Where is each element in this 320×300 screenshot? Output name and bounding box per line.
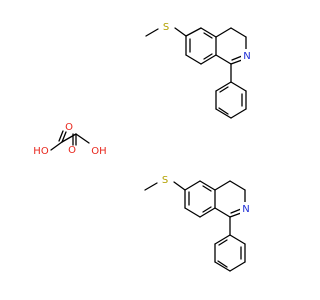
lower-molecule: S N [144,172,252,272]
oxalic-hydroxyl-right: OH [91,146,106,157]
oxalic-bonds [50,130,90,151]
upper-molecule: S N [145,19,253,119]
oxalic-oxygen-top: O [65,122,73,133]
upper-nitrogen-atom: N [243,51,250,62]
molecule-canvas: S N HO O O OH [33,19,253,272]
upper-sulfur-atom: S [163,22,169,33]
oxalic-oxygen-bottom: O [68,145,76,156]
lower-sulfur-atom: S [162,175,168,186]
oxalic-acid: HO O O OH [33,122,106,157]
oxalic-hydroxyl-left: HO [33,146,49,157]
lower-nitrogen-atom: N [242,204,249,215]
upper-bonds [145,27,247,119]
lower-bonds [144,180,246,272]
